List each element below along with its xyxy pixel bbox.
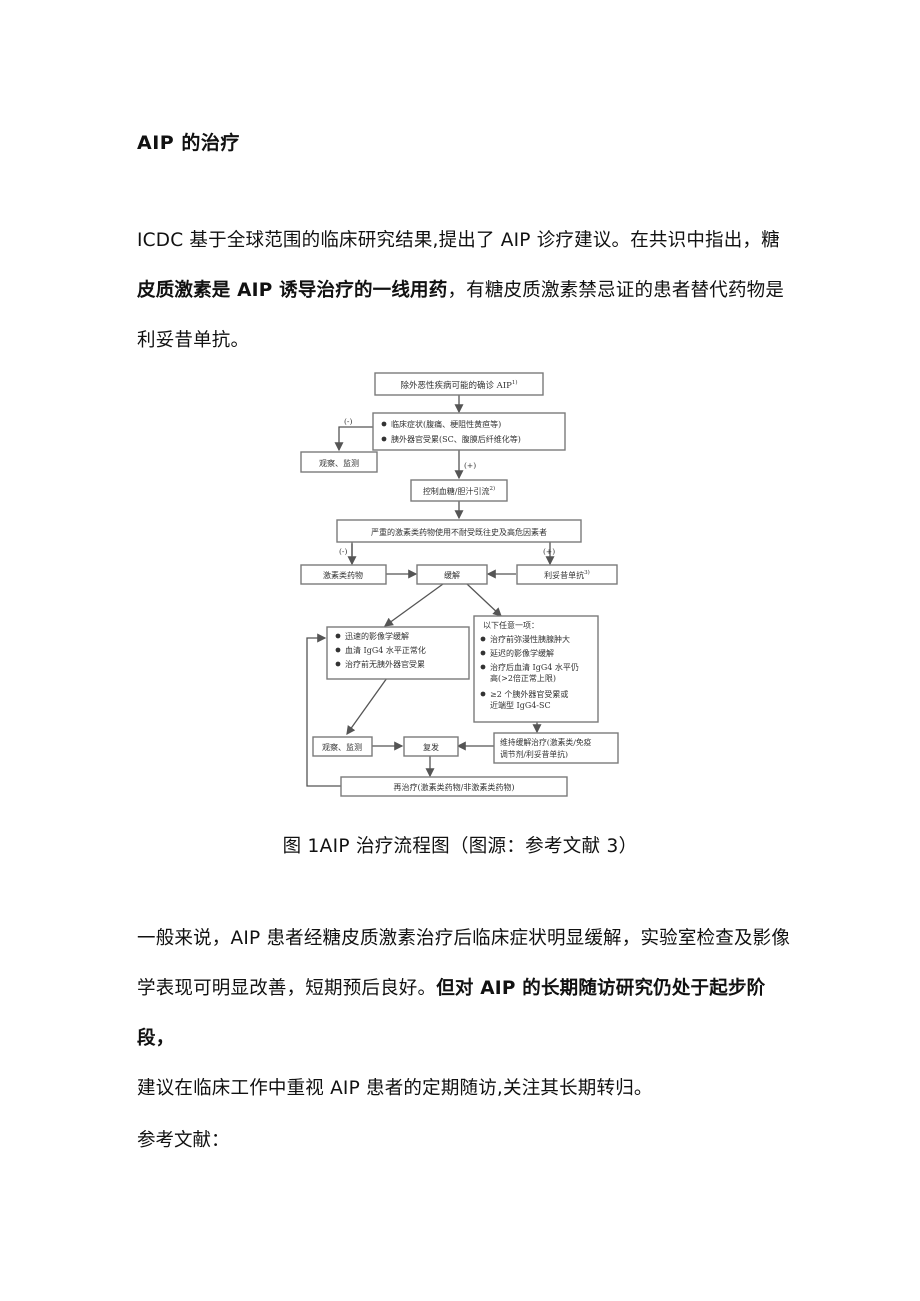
flow-text-severe: 严重的激素类药物使用不耐受既往史及高危因素者	[371, 527, 547, 537]
flow-text-delayed-imaging: 延迟的影像学缓解	[490, 648, 554, 658]
flow-text-no-extrapancreatic: 治疗前无胰外器官受累	[345, 659, 425, 669]
flow-box-good-response	[326, 626, 470, 680]
flow-text-observe-2: 观察、监测	[322, 742, 362, 752]
paragraph-prognosis-line-2: 学表现可明显改善，短期预后良好。但对 AIP 的长期随访研究仍处于起步阶段，	[137, 964, 797, 1064]
flow-box-risk-factors	[473, 615, 599, 723]
flow-box-severe	[336, 519, 582, 543]
bullet-dot	[480, 650, 486, 656]
flow-text-maintenance-a: 维持缓解治疗(激素类/免疫	[500, 737, 592, 747]
flow-text-extrapancreatic: 胰外器官受累(SC、腹膜后纤维化等)	[391, 434, 521, 444]
flow-text-control: 控制血糖/胆汁引流2)	[423, 485, 495, 496]
aip-treatment-flowchart: 除外恶性疾病可能的确诊 AIP1) 临床症状(腹痛、梗阻性黄疸等) 胰外器官受累…	[300, 372, 619, 797]
flow-label-negative-2: (-)	[339, 547, 347, 556]
figure-caption: 图 1AIP 治疗流程图（图源：参考文献 3）	[282, 836, 638, 857]
section-heading: AIP 的治疗	[137, 132, 240, 154]
flow-box-criteria	[372, 412, 566, 451]
paragraph-intro-line-3: 利妥昔单抗。	[137, 330, 250, 351]
flow-box-observe-1	[300, 451, 378, 473]
flow-box-observe-2	[312, 736, 373, 757]
arrow-remission-to-good	[383, 583, 444, 627]
flow-text-observe-1: 观察、监测	[319, 458, 359, 468]
flow-text-igg4-high-a: 治疗后血清 IgG4 水平仍	[490, 662, 579, 672]
bullet-dot	[335, 647, 341, 653]
flow-text-remission: 缓解	[444, 570, 460, 580]
bullet-dot	[335, 661, 341, 667]
bullet-dot	[335, 633, 341, 639]
flow-label-positive-2: (+)	[543, 547, 555, 556]
flow-box-confirmed-aip	[374, 372, 544, 396]
arrow-retreatment-loop	[306, 633, 341, 787]
references-heading: 参考文献：	[137, 1130, 230, 1151]
flow-box-retreatment	[340, 776, 568, 797]
bullet-dot	[480, 691, 486, 697]
bullet-dot	[480, 664, 486, 670]
paragraph-intro-line-1: ICDC 基于全球范围的临床研究结果,提出了 AIP 诊疗建议。在共识中指出，糖	[137, 230, 780, 251]
flow-text-steroid: 激素类药物	[323, 570, 363, 580]
flow-text-relapse: 复发	[423, 742, 439, 752]
arrow-criteria-to-observe	[334, 426, 373, 452]
flow-text-confirmed-aip: 除外恶性疾病可能的确诊 AIP1)	[400, 379, 517, 391]
flow-text-rapid-imaging: 迅速的影像学缓解	[345, 631, 409, 641]
flow-box-relapse	[403, 736, 459, 757]
flow-box-steroid	[300, 564, 387, 585]
paragraph-intro: ICDC 基于全球范围的临床研究结果,提出了 AIP 诊疗建议。在共识中指出，糖…	[137, 216, 797, 366]
bullet-dot	[381, 436, 387, 442]
bullet-dot	[480, 636, 486, 642]
flow-text-clinical-symptoms: 临床症状(腹痛、梗阻性黄疸等)	[391, 419, 501, 429]
arrow-remission-to-risk	[466, 583, 502, 617]
flow-text-any-one: 以下任意一项：	[483, 620, 539, 630]
flow-label-positive-1: (+)	[464, 461, 476, 470]
paragraph-intro-line-2-rest: ，有糖皮质激素禁忌证的患者替代药物是	[447, 280, 785, 301]
flow-box-control	[410, 479, 508, 502]
bullet-dot	[381, 421, 387, 427]
flow-text-maintenance-b: 调节剂/利妥昔单抗)	[500, 749, 568, 759]
emphasis-first-line-drug: 皮质激素是 AIP 诱导治疗的一线用药	[137, 280, 448, 301]
paragraph-prognosis-line-1: 一般来说，AIP 患者经糖皮质激素治疗后临床症状明显缓解，实验室检查及影像	[137, 928, 791, 949]
flow-text-multi-organ-a: ≥2 个胰外器官受累或	[490, 689, 568, 699]
flow-box-rituximab	[516, 564, 618, 585]
flow-box-remission	[416, 564, 488, 585]
paragraph-prognosis-line-3: 建议在临床工作中重视 AIP 患者的定期随访,关注其长期转归。	[137, 1078, 653, 1099]
flow-box-maintenance	[493, 732, 619, 764]
flow-text-multi-organ-b: 近端型 IgG4-SC	[490, 700, 551, 710]
flow-text-retreatment: 再治疗(激素类药物/非激素类药物)	[394, 782, 515, 792]
paragraph-intro-line-2: 皮质激素是 AIP 诱导治疗的一线用药，有糖皮质激素禁忌证的患者替代药物是	[137, 266, 797, 316]
arrow-good-to-observe	[346, 677, 388, 736]
flow-text-rituximab: 利妥昔单抗3)	[544, 569, 590, 580]
paragraph-prognosis-line-2-normal: 学表现可明显改善，短期预后良好。	[137, 978, 437, 999]
flow-text-diffuse-enlargement: 治疗前弥漫性胰腺肿大	[490, 634, 570, 644]
paragraph-prognosis: 一般来说，AIP 患者经糖皮质激素治疗后临床症状明显缓解，实验室检查及影像 学表…	[137, 914, 797, 1114]
flow-text-igg4-normal: 血清 IgG4 水平正常化	[345, 645, 426, 655]
emphasis-long-term-followup: 但对 AIP 的长期随访研究仍处于起步阶段，	[137, 978, 766, 1049]
flow-text-igg4-high-b: 高(>2倍正常上限)	[490, 673, 556, 683]
flow-label-negative-1: (-)	[344, 417, 352, 426]
